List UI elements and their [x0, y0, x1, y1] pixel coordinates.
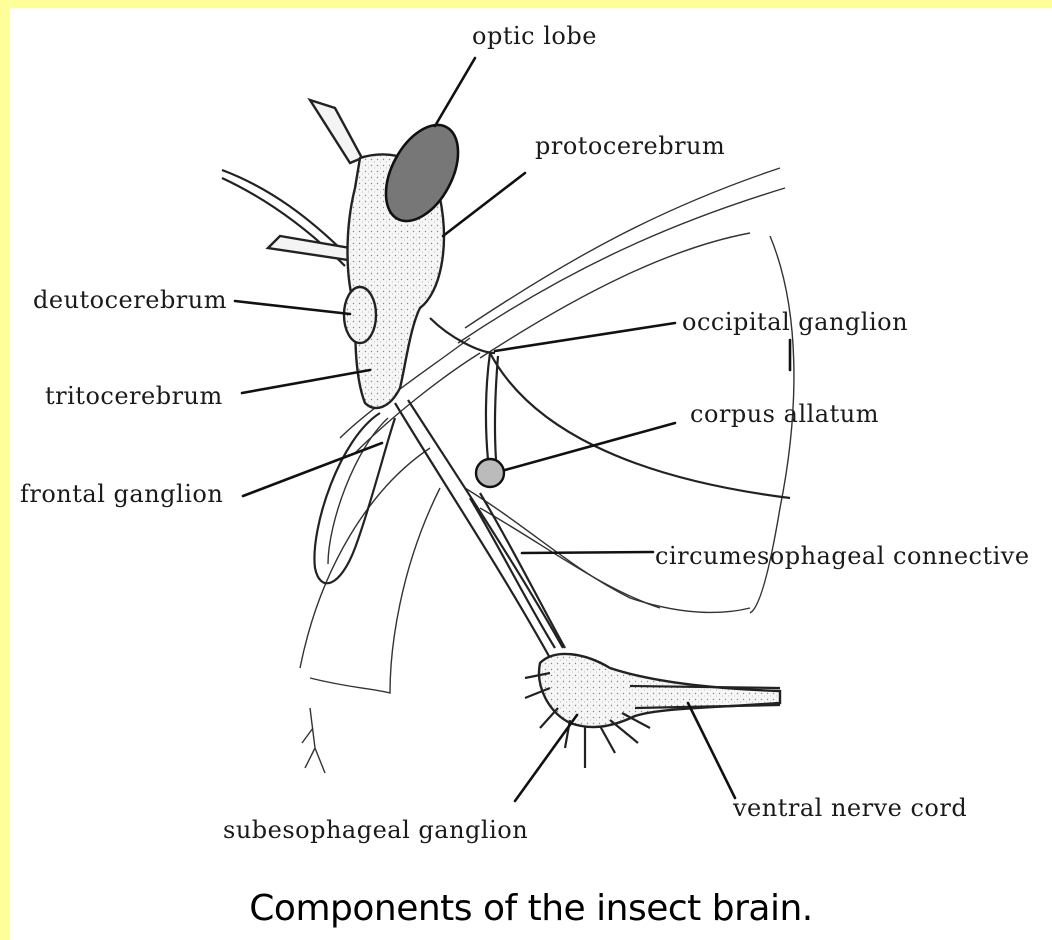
label-optic-lobe: optic lobe	[472, 22, 597, 50]
label-tritocerebrum: tritocerebrum	[45, 382, 223, 410]
label-deutocerebrum: deutocerebrum	[33, 286, 227, 314]
label-subesophageal-ganglion: subesophageal ganglion	[223, 816, 528, 844]
leader-occipital-ganglion	[495, 323, 675, 351]
leader-frontal-ganglion	[243, 443, 382, 496]
labels: optic lobe protocerebrum deutocerebrum t…	[20, 22, 1030, 844]
leader-tritocerebrum	[242, 370, 370, 393]
leader-deutocerebrum	[235, 301, 350, 314]
leader-subesophageal-ganglion	[515, 715, 577, 801]
leader-ventral-nerve-cord	[688, 703, 735, 798]
label-occipital-ganglion: occipital ganglion	[682, 308, 908, 336]
label-protocerebrum: protocerebrum	[535, 132, 725, 160]
leader-protocerebrum	[443, 173, 525, 236]
label-frontal-ganglion: frontal ganglion	[20, 480, 223, 508]
leader-circumesophageal-connective	[522, 552, 653, 553]
figure-caption: Components of the insect brain.	[10, 888, 1052, 929]
leader-corpus-allatum	[505, 423, 675, 470]
insect-brain-diagram: optic lobe protocerebrum deutocerebrum t…	[10, 8, 1052, 883]
label-ventral-nerve-cord: ventral nerve cord	[732, 794, 967, 822]
slide-canvas: optic lobe protocerebrum deutocerebrum t…	[10, 8, 1052, 940]
label-circumesophageal-connective: circumesophageal connective	[655, 542, 1030, 570]
label-corpus-allatum: corpus allatum	[690, 400, 879, 428]
leader-optic-lobe	[435, 58, 475, 126]
